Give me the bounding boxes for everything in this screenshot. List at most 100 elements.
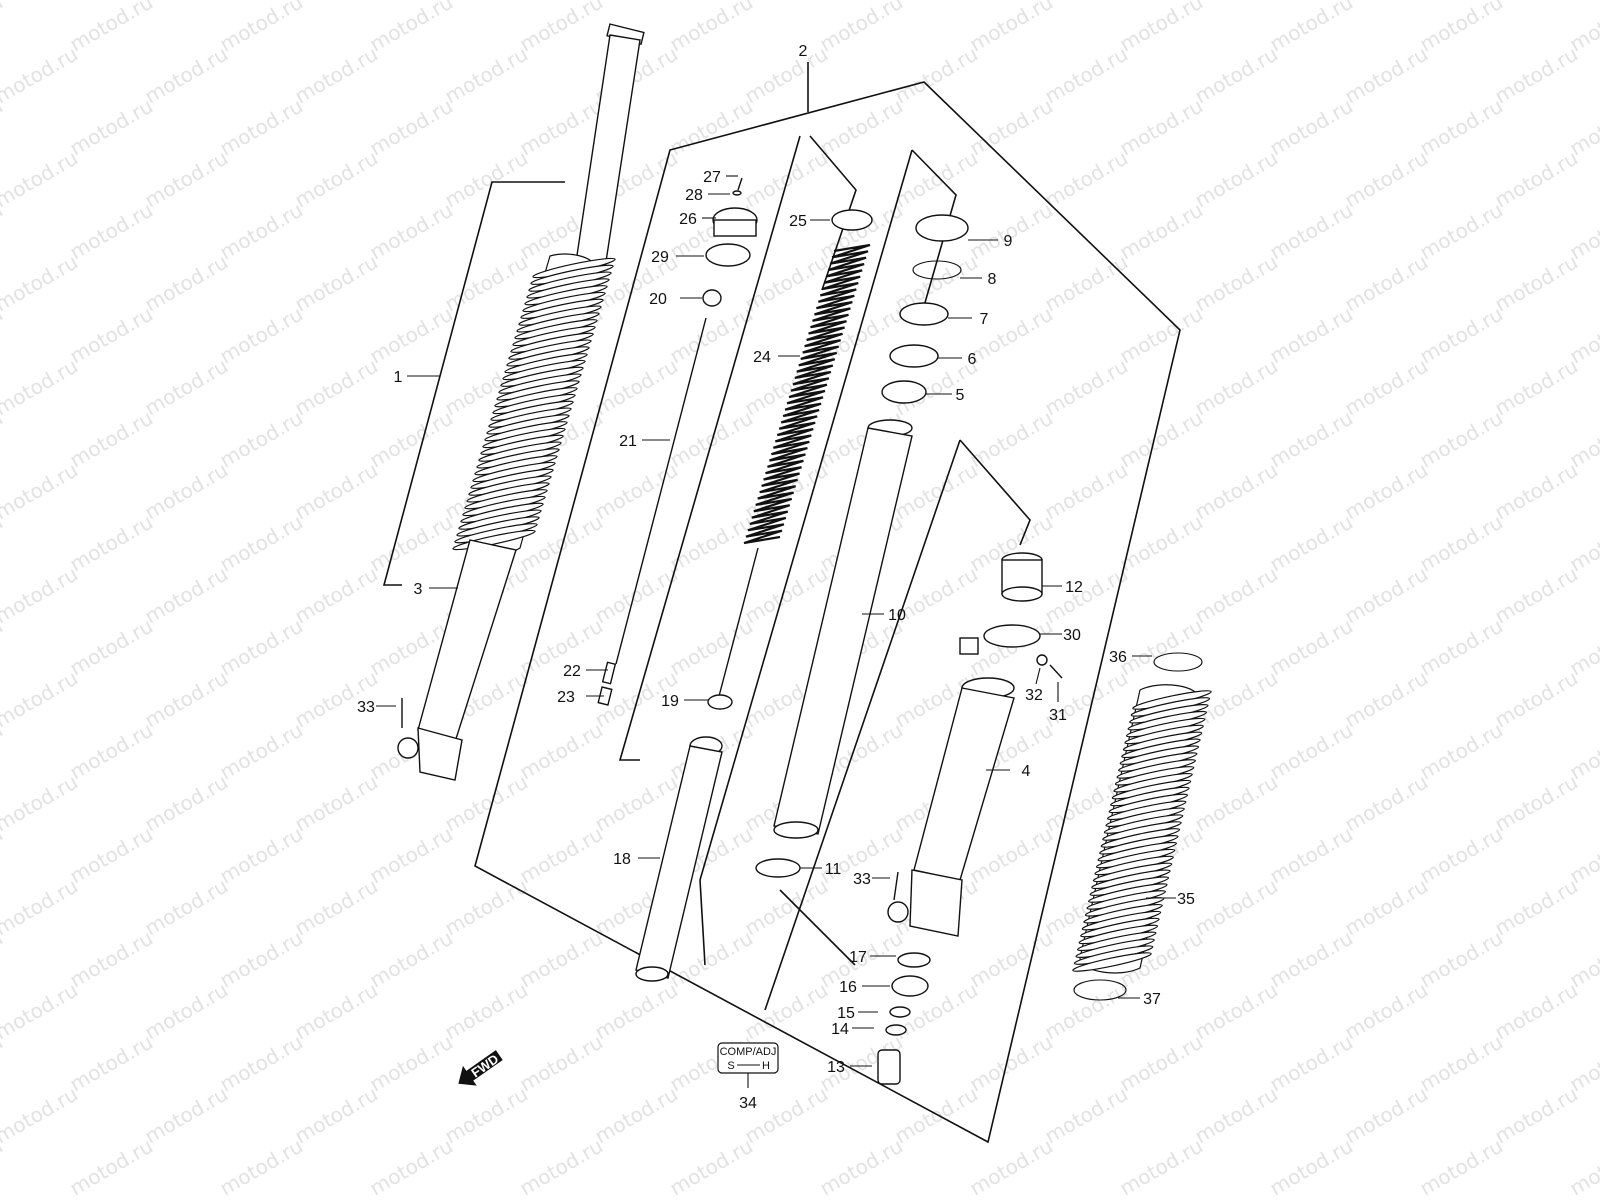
watermark-text: motod.ru [1116, 406, 1207, 473]
watermark-text: motod.ru [0, 146, 82, 213]
watermark-text: motod.ru [0, 1082, 82, 1149]
dust-boot-part-35 [1072, 652, 1212, 1001]
watermark-text: motod.ru [1416, 614, 1507, 681]
watermark-text: motod.ru [1191, 250, 1282, 317]
callout-32: 32 [1025, 687, 1043, 704]
watermark-text: motod.ru [741, 562, 832, 629]
washer-32 [1036, 654, 1048, 666]
watermark-text: motod.ru [66, 0, 157, 56]
watermark-text: motod.ru [666, 510, 757, 577]
watermark-text: motod.ru [1416, 0, 1507, 56]
callout-16: 16 [839, 979, 857, 996]
watermark-text: motod.ru [591, 1082, 682, 1149]
watermark-text: motod.ru [1191, 874, 1282, 941]
watermark-text: motod.ru [891, 42, 982, 109]
callout-23: 23 [557, 689, 575, 706]
watermark-text: motod.ru [0, 0, 82, 4]
watermark-text: motod.ru [1341, 42, 1432, 109]
fwd-arrow-icon [458, 1050, 503, 1086]
watermark-text: motod.ru [1341, 874, 1432, 941]
callout-30: 30 [1063, 627, 1081, 644]
watermark-text: motod.ru [141, 458, 232, 525]
watermark-text: motod.ru [216, 718, 307, 785]
watermark-text: motod.ru [1191, 562, 1282, 629]
clamp-30-ear [959, 637, 979, 655]
watermark-text: motod.ru [816, 0, 907, 56]
watermark-text: motod.ru [1341, 1082, 1432, 1149]
o-ring-14 [885, 1024, 907, 1036]
bolt-31 [1049, 664, 1063, 679]
adjuster-rod [615, 317, 707, 665]
outer-tube-bracket-bottom [779, 889, 856, 966]
watermark-text: motod.ru [891, 0, 982, 4]
ring-25 [831, 209, 873, 231]
fork-assembly-bracket [382, 181, 565, 586]
watermark-text: motod.ru [1266, 510, 1357, 577]
watermark-text: motod.ru [366, 0, 457, 56]
watermark-text: motod.ru [1266, 302, 1357, 369]
cartridge-tube [635, 745, 723, 979]
watermark-text: motod.ru [66, 1030, 157, 1097]
watermark-text: motod.ru [1041, 42, 1132, 109]
watermark-text: motod.ru [1266, 198, 1357, 265]
leader-32 [1035, 667, 1041, 685]
inner-tube-part-10 [773, 419, 913, 839]
watermark-text: motod.ru [1416, 406, 1507, 473]
oil-seal-9 [915, 214, 969, 242]
watermark-text: motod.ru [291, 354, 382, 421]
watermark-text: motod.ru [1491, 874, 1582, 941]
watermark-text: motod.ru [0, 354, 82, 421]
watermark-text: motod.ru [0, 978, 82, 1045]
watermark-text: motod.ru [366, 510, 457, 577]
watermark-text: motod.ru [1341, 146, 1432, 213]
inner-cartridge-group-outline [474, 81, 1181, 1144]
watermark-text: motod.ru [1041, 0, 1132, 4]
watermark-text: motod.ru [0, 770, 82, 837]
outer-tube-part-4 [887, 624, 1063, 937]
cartridge-rod [717, 547, 759, 701]
watermark-text: motod.ru [141, 562, 232, 629]
watermark-text: motod.ru [1116, 94, 1207, 161]
watermark-text: motod.ru [1191, 42, 1282, 109]
watermark-text: motod.ru [666, 0, 757, 56]
watermark-text: motod.ru [141, 666, 232, 733]
watermark-text: motod.ru [66, 614, 157, 681]
callout-4: 4 [1022, 763, 1031, 780]
watermark-text: motod.ru [66, 198, 157, 265]
fork-spring-part-24 [743, 243, 871, 545]
watermark-text: motod.ru [1266, 614, 1357, 681]
stopper-ring-8 [912, 260, 962, 280]
adjuster-16 [891, 975, 929, 997]
watermark-text: motod.ru [1341, 562, 1432, 629]
inner-tube-10 [773, 427, 913, 835]
watermark-text: motod.ru [1416, 94, 1507, 161]
fwd-arrow: FWD [458, 1050, 503, 1086]
comp-adj-s: S [727, 1060, 734, 1072]
watermark-text: motod.ru [66, 926, 157, 993]
watermark-text: motod.ru [441, 42, 532, 109]
watermark-text: motod.ru [1116, 198, 1207, 265]
callout-5: 5 [956, 387, 965, 404]
watermark-text: motod.ru [591, 770, 682, 837]
bushing-5 [881, 380, 927, 404]
callout-7: 7 [980, 311, 989, 328]
watermark-text: motod.ru [291, 770, 382, 837]
watermark-text: motod.ru [1566, 1134, 1600, 1200]
watermark-text: motod.ru [1491, 978, 1582, 1045]
watermark-text: motod.ru [366, 198, 457, 265]
watermark-text: motod.ru [1191, 458, 1282, 525]
watermark-text: motod.ru [291, 146, 382, 213]
watermark-text: motod.ru [1416, 1134, 1507, 1200]
watermark-text: motod.ru [591, 0, 682, 4]
pinch-bolts-33 [401, 698, 899, 901]
watermark-text: motod.ru [1491, 42, 1582, 109]
watermark-text: motod.ru [216, 198, 307, 265]
watermark-text: motod.ru [0, 0, 7, 56]
watermark-text: motod.ru [66, 1134, 157, 1200]
watermark-text: motod.ru [666, 614, 757, 681]
dust-boot-1-ribs [452, 257, 616, 551]
watermark-text: motod.ru [366, 822, 457, 889]
watermark-text: motod.ru [1266, 406, 1357, 473]
watermark-text: motod.ru [1341, 250, 1432, 317]
